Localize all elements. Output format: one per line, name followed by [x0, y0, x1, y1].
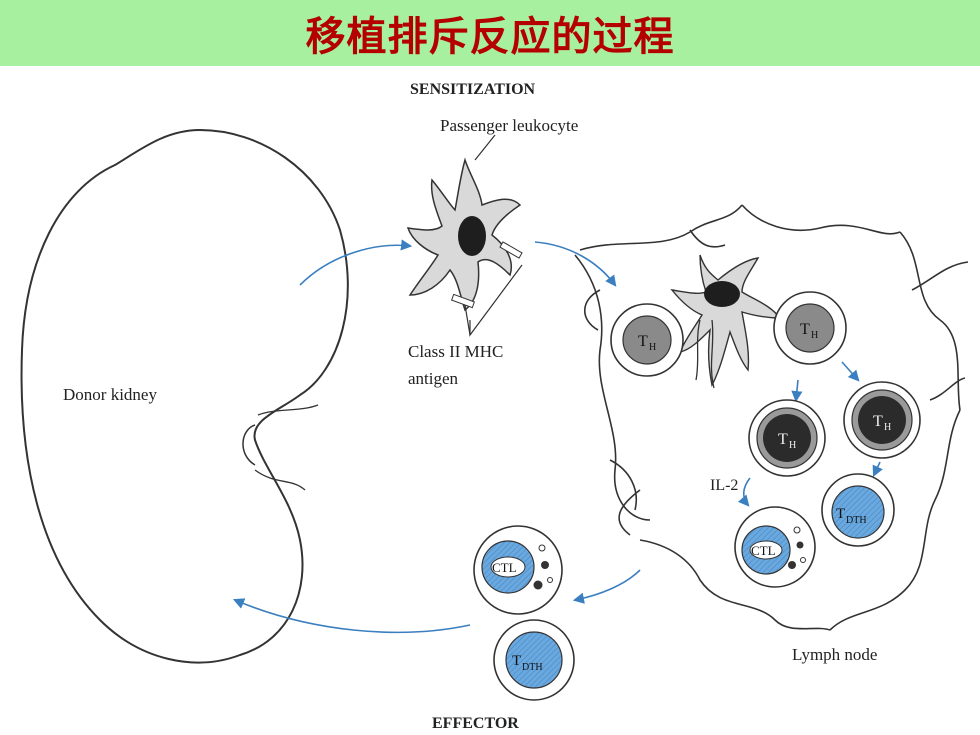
arrow-effector-to-kidney [232, 598, 471, 634]
class-ii-mhc-label-line1: Class II MHC [408, 342, 503, 361]
arrow-leukocyte-to-lymph-node [534, 241, 617, 287]
tdth-cell-lymph-label: T [836, 506, 845, 522]
ctl-cell-effector-label: CTL [492, 560, 517, 575]
ctl-cell-lymph-node: CTL [734, 506, 816, 588]
ctl-cell-effector: CTL [473, 525, 563, 615]
tdth-cell-lymph-sub: DTH [846, 515, 867, 526]
th-cell-2-sub: H [811, 330, 818, 341]
th-cell-3: T H [748, 399, 826, 477]
il2-label: IL-2 [710, 477, 738, 494]
arrow-th-to-th3 [791, 379, 803, 403]
kidney-hilum [242, 424, 256, 466]
tdth-cell-effector-sub: DTH [522, 662, 543, 673]
donor-kidney-shape [20, 128, 349, 664]
arrow-th4-to-tdth [872, 461, 883, 478]
page-title: 移植排斥反应的过程 [305, 14, 675, 60]
th-cell-1-sub: H [649, 342, 656, 353]
arrow-lymph-node-to-effector [572, 569, 641, 604]
lymph-node-outline [574, 204, 969, 631]
lymph-node-label: Lymph node [792, 645, 877, 664]
lymph-node-dendritic-cell [670, 254, 782, 389]
th-cell-3-label: T [778, 431, 788, 448]
th-cell-2: T H [773, 291, 847, 365]
class-ii-mhc-label-line2: antigen [408, 369, 459, 388]
leukocyte-nucleus [458, 216, 486, 256]
effector-label: EFFECTOR [432, 715, 519, 732]
tdth-cell-effector: T DTH [493, 619, 575, 701]
sensitization-label: SENSITIZATION [410, 81, 536, 98]
th-cell-2-label: T [800, 321, 810, 338]
tdth-cell-lymph-node: T DTH [821, 473, 895, 547]
th-cell-4-label: T [873, 413, 883, 430]
ctl-cell-lymph-label: CTL [751, 543, 776, 558]
arrow-th-to-th4 [841, 361, 860, 382]
th-cell-4-sub: H [884, 422, 891, 433]
title-bar [0, 0, 980, 66]
th-cell-1: T H [610, 303, 684, 377]
passenger-leukocyte [406, 157, 523, 312]
passenger-leukocyte-label: Passenger leukocyte [440, 116, 578, 135]
arrow-kidney-to-leukocyte [299, 239, 413, 286]
th-cell-4: T H [843, 381, 921, 459]
donor-kidney-label: Donor kidney [63, 385, 157, 404]
leukocyte-pointer-line [474, 134, 496, 161]
arrow-il2-to-ctl [737, 477, 751, 507]
th-cell-3-sub: H [789, 440, 796, 451]
rejection-diagram: Donor kidney SENSITIZATION Passenger leu… [20, 81, 969, 732]
tdth-cell-effector-label: T [512, 653, 521, 669]
th-cell-1-label: T [638, 333, 648, 350]
